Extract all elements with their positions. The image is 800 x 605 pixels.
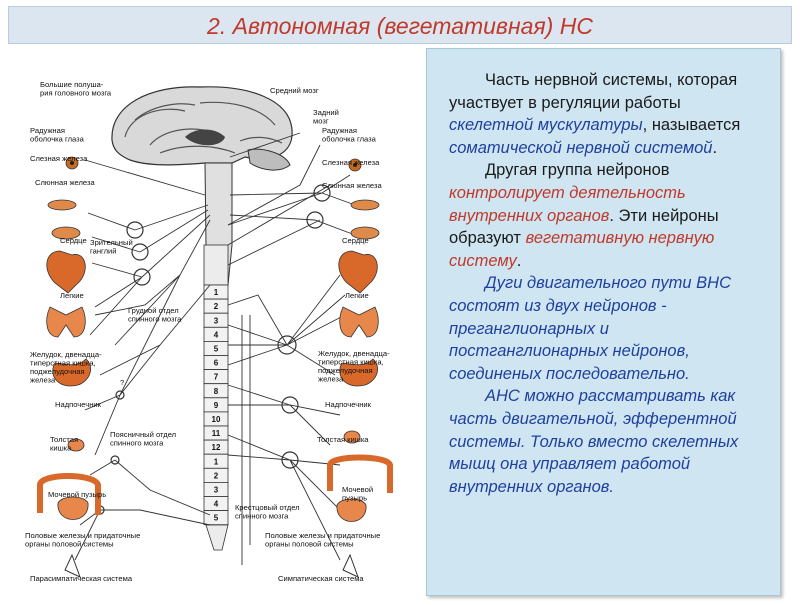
p1-somatic-system: соматической нервной системой (449, 138, 713, 157)
segment-number: 1 (214, 457, 219, 466)
paragraph-reflex-arcs: Дуги двигательного пути ВНС состоят из д… (449, 274, 731, 383)
diagram-label: Симпатическая система (278, 574, 364, 583)
segment-number: 2 (214, 302, 219, 311)
title-bar: 2. Автономная (вегетативная) НС (8, 6, 792, 44)
slide-title: 2. Автономная (вегетативная) НС (207, 13, 593, 39)
segment-number: 2 (214, 471, 219, 480)
diagram-label: Слюнная железа (35, 178, 95, 187)
left-labels: Большие полуша-рия головного мозгаРадужн… (25, 80, 182, 583)
p2-controls-organs: контролирует деятельность внутренних орг… (449, 183, 686, 225)
diagram-label: Толстая кишка (317, 435, 369, 444)
paragraph-efferent: АНС можно рассматривать как часть двигат… (449, 387, 739, 496)
paragraph-autonomic: Другая группа нейронов контролирует деят… (449, 159, 762, 272)
segment-number: 5 (214, 345, 219, 354)
p1-text-a: Часть нервной системы, которая участвует… (449, 71, 738, 112)
segment-number: 1 (214, 288, 219, 297)
diagram-label: Надпочечник (325, 400, 372, 409)
diagram-label: Слезная железа (322, 158, 380, 167)
diagram-label: Надпочечник (55, 400, 102, 409)
diagram-label: Легкие (60, 291, 84, 300)
segment-number: 7 (214, 373, 219, 382)
diagram-label: Сердце (60, 236, 87, 245)
brain-illustration (111, 86, 293, 171)
segment-number: 6 (214, 359, 219, 368)
diagram-label: Желудок, двенадца-типерстная кишка,подже… (318, 349, 390, 384)
segment-number: 8 (214, 387, 219, 396)
diagram-label: Легкие (345, 291, 369, 300)
p2-autonomic-system: вегетативную нервную систему (449, 229, 715, 270)
diagram-label: Большие полуша-рия головного мозга (40, 80, 112, 98)
segment-number: 9 (214, 401, 219, 410)
p1-text-b: , называется (642, 116, 741, 135)
paragraph-somatic: Часть нервной системы, которая участвует… (449, 69, 762, 159)
segment-number: 3 (214, 316, 219, 325)
p2-text-c: . (516, 251, 522, 270)
organ-illustrations (37, 156, 393, 578)
diagram-label: Слюнная железа (322, 181, 382, 190)
segment-number: 10 (212, 415, 221, 424)
segment-number: 4 (214, 500, 219, 509)
text-panel: Часть нервной системы, которая участвует… (426, 48, 781, 596)
p1-text-c: . (712, 138, 718, 157)
segment-number: 3 (214, 486, 219, 495)
diagram-label: Мочевой пузырь (48, 490, 106, 499)
diagram-label: Средний мозг (270, 86, 319, 95)
question-mark: ? (120, 378, 124, 387)
p1-skeletal-muscles: скелетной мускулатуры (449, 116, 643, 135)
segment-number: 5 (214, 514, 219, 523)
diagram-label: Сердце (342, 236, 369, 245)
nerve-fibers (74, 132, 356, 565)
p2-text-a: Другая группа нейронов (485, 161, 670, 180)
p2-text-b: . Эти нейроны образуют (449, 206, 719, 248)
diagram-label: Желудок, двенадца-типерстная кишка,подже… (30, 350, 102, 385)
segment-number: 11 (212, 429, 221, 438)
segment-number: 4 (214, 330, 219, 339)
diagram-label: Слезная железа (30, 154, 88, 163)
diagram-label: Парасимпатическая система (30, 574, 133, 583)
segment-number: 12 (212, 443, 221, 452)
